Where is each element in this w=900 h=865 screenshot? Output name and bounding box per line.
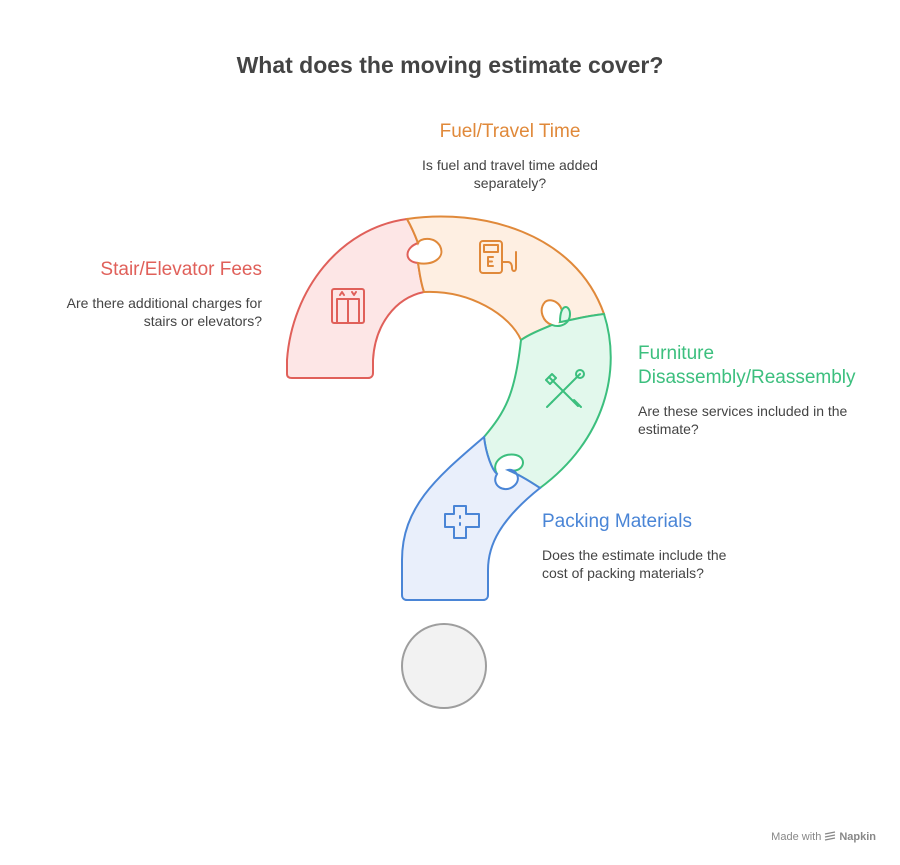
- stairs-description: Are there additional charges for stairs …: [66, 295, 262, 329]
- question-dot: [401, 623, 487, 709]
- page-title: What does the moving estimate cover?: [236, 52, 664, 78]
- segment-furniture[interactable]: [482, 306, 612, 490]
- footer-brand: Napkin: [839, 831, 876, 843]
- elevator-icon: [331, 288, 365, 324]
- footer-prefix: Made with: [771, 831, 822, 843]
- stairs-label: Stair/Elevator Fees: [100, 259, 262, 280]
- furniture-label-line-2: Disassembly/Reassembly: [638, 367, 856, 388]
- bandage-icon: [444, 505, 480, 539]
- segment-packing[interactable]: [401, 435, 542, 601]
- footer-credit: Made with Napkin: [771, 831, 876, 843]
- packing-label: Packing Materials: [542, 511, 692, 532]
- furniture-label-line-1: Furniture: [638, 343, 715, 364]
- furniture-description: Are these services included in the estim…: [638, 403, 848, 437]
- tools-icon: [545, 369, 585, 408]
- packing-description: Does the estimate include the cost of pa…: [542, 547, 727, 581]
- fuel-pump-icon: [479, 240, 517, 274]
- furniture-label: Furniture Disassembly/Reassembly: [638, 342, 888, 390]
- napkin-logo-icon: [825, 831, 836, 841]
- fuel-label: Fuel/Travel Time: [439, 121, 581, 142]
- fuel-description: Is fuel and travel time added separately…: [422, 157, 598, 191]
